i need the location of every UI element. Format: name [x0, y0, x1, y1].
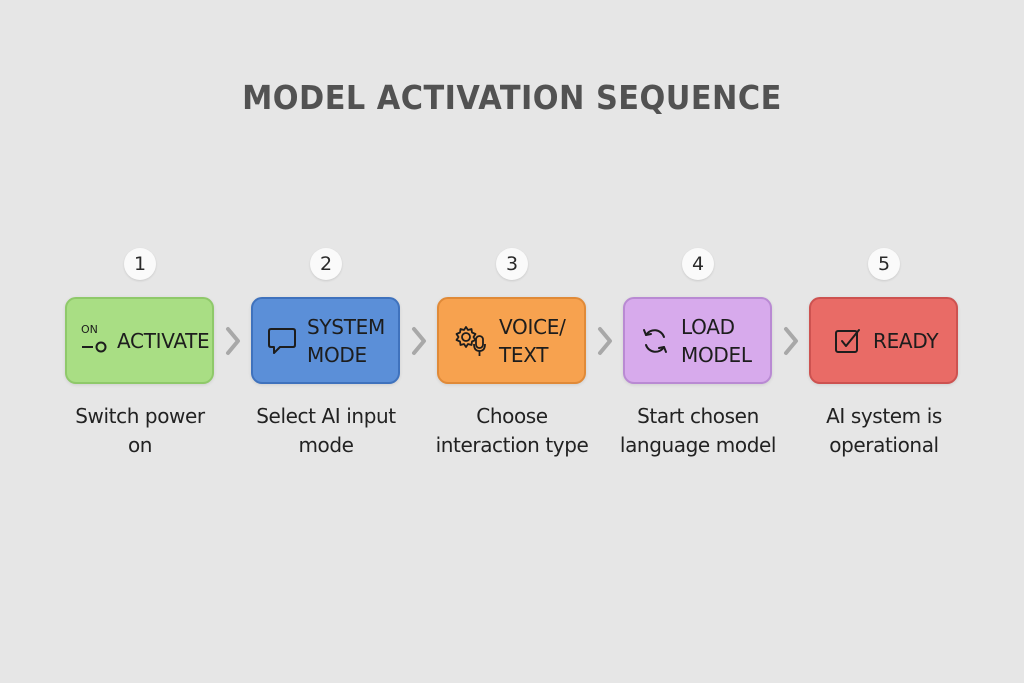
step-card-load-model: LOAD MODEL	[623, 297, 772, 384]
step-label: ACTIVATE	[117, 327, 210, 355]
step-description-3: Choose interaction type	[417, 402, 607, 460]
step-card-activate: ON ACTIVATE	[65, 297, 214, 384]
gear-microphone-icon	[453, 323, 489, 359]
step-card-ready: READY	[809, 297, 958, 384]
diagram-title: MODEL ACTIVATION SEQUENCE	[242, 78, 782, 117]
description-line: interaction type	[435, 433, 589, 457]
step-label-line: SYSTEM	[307, 314, 385, 339]
chevron-right-icon	[226, 327, 240, 355]
power-switch-icon: ON	[81, 323, 111, 359]
description-line: Select AI input	[256, 404, 396, 428]
chevron-right-icon	[412, 327, 426, 355]
step-label: SYSTEM MODE	[307, 313, 385, 369]
step-description-4: Start chosen language model	[603, 402, 793, 460]
step-label-line: READY	[873, 328, 939, 353]
step-label-line: MODE	[307, 342, 367, 367]
chat-bubble-icon	[267, 325, 297, 357]
refresh-icon	[639, 325, 671, 357]
description-line: Switch power	[75, 404, 205, 428]
step-label-line: MODEL	[681, 342, 752, 367]
step-label: LOAD MODEL	[681, 313, 752, 369]
step-label-line: ACTIVATE	[117, 328, 210, 353]
step-number-5: 5	[868, 248, 900, 280]
checkbox-icon	[833, 326, 863, 356]
chevron-right-icon	[598, 327, 612, 355]
description-line: mode	[298, 433, 354, 457]
step-card-voice-text: VOICE/ TEXT	[437, 297, 586, 384]
step-card-system-mode: SYSTEM MODE	[251, 297, 400, 384]
step-number-1: 1	[124, 248, 156, 280]
power-switch-on-label: ON	[81, 322, 98, 336]
description-line: on	[127, 433, 153, 457]
description-line: operational	[829, 433, 939, 457]
step-description-5: AI system is operational	[789, 402, 979, 460]
step-label-line: LOAD	[681, 314, 735, 339]
step-label: READY	[873, 327, 939, 355]
step-label-line: TEXT	[499, 342, 549, 367]
step-label-line: VOICE/	[499, 314, 566, 339]
description-line: Start chosen	[637, 404, 759, 428]
step-number-3: 3	[496, 248, 528, 280]
step-description-2: Select AI input mode	[231, 402, 421, 460]
description-line: Choose	[476, 404, 548, 428]
description-line: language model	[619, 433, 777, 457]
step-number-4: 4	[682, 248, 714, 280]
step-number-2: 2	[310, 248, 342, 280]
chevron-right-icon	[784, 327, 798, 355]
description-line: AI system is	[826, 404, 942, 428]
step-label: VOICE/ TEXT	[499, 313, 566, 369]
step-description-1: Switch power on	[45, 402, 235, 460]
